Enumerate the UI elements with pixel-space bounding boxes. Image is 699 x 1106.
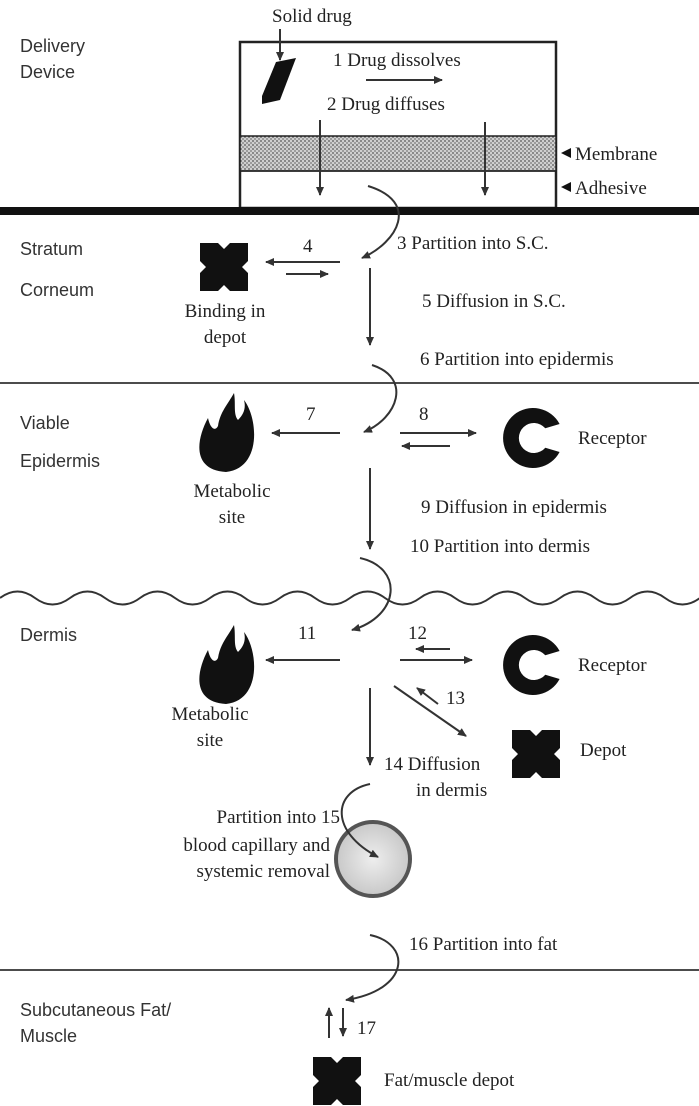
receptor-dermis-label: Receptor — [578, 655, 647, 676]
layer-label-dermis: Dermis — [20, 625, 77, 645]
layer-label-subcut-line2: Muscle — [20, 1026, 77, 1046]
fat-muscle-depot-icon — [313, 1057, 361, 1105]
metabolic-site-dermis-label-line1: Metabolic — [171, 704, 248, 725]
metabolic-site-label-line1: Metabolic — [193, 481, 270, 502]
blood-capillary-icon — [334, 820, 412, 898]
adhesive-label: Adhesive — [575, 178, 647, 199]
step-4-label: 4 — [303, 236, 313, 257]
layer-label-viable-line1: Viable — [20, 413, 70, 433]
step-7-label: 7 — [306, 404, 316, 425]
step-12-label: 12 — [408, 623, 427, 644]
metabolic-site-label-line2: site — [219, 507, 245, 528]
step-9-label: 9 Diffusion in epidermis — [421, 497, 607, 518]
binding-depot-icon — [200, 243, 248, 291]
delivery-device — [238, 40, 558, 210]
adhesive-pointer-icon — [561, 182, 571, 192]
step-3-label: 3 Partition into S.C. — [397, 233, 549, 254]
step-15-partition-arrow — [340, 783, 379, 858]
step-10-label: 10 Partition into dermis — [410, 536, 590, 557]
step-5-label: 5 Diffusion in S.C. — [422, 291, 566, 312]
dermis-boundary-wavy-line — [0, 590, 699, 606]
step-6-partition-arrow — [363, 364, 398, 433]
membrane-layer — [239, 135, 557, 172]
metabolic-site-icon — [199, 393, 255, 472]
step-2-label: 2 Drug diffuses — [327, 94, 445, 115]
step-13-label: 13 — [446, 688, 465, 709]
step-13-arrow-from-depot — [416, 687, 439, 705]
layer-label-stratum-line1: Stratum — [20, 239, 83, 259]
step-17-label: 17 — [357, 1018, 376, 1039]
fat-muscle-depot-label: Fat/muscle depot — [384, 1070, 515, 1091]
step-8-label: 8 — [419, 404, 429, 425]
metabolic-site-dermis-label-line2: site — [197, 730, 223, 751]
layer-label-stratum-line2: Corneum — [20, 280, 94, 300]
step-10-partition-arrow — [351, 557, 392, 632]
solid-drug-icon — [262, 58, 296, 104]
layer-label-viable-line2: Epidermis — [20, 451, 100, 471]
layer-label-delivery-line1: Delivery — [20, 36, 85, 56]
step-3-partition-arrow — [361, 185, 400, 259]
step-14-label-line2: in dermis — [416, 780, 487, 801]
solid-drug-label: Solid drug — [272, 6, 352, 27]
metabolic-site-dermis-icon — [199, 625, 255, 704]
step-16-partition-arrow — [345, 934, 400, 1003]
receptor-label: Receptor — [578, 428, 647, 449]
membrane-pointer-icon — [561, 148, 571, 158]
step-14-label-line1: 14 Diffusion — [384, 754, 481, 775]
depot-label: Depot — [580, 740, 627, 761]
step-11-label: 11 — [298, 623, 316, 644]
layer-label-delivery-line2: Device — [20, 62, 75, 82]
binding-depot-label-line2: depot — [204, 327, 247, 348]
step-13-arrow-to-depot — [393, 685, 467, 737]
receptor-dermis-icon — [503, 635, 560, 696]
depot-icon — [512, 730, 560, 778]
receptor-icon — [503, 408, 560, 468]
step-6-label: 6 Partition into epidermis — [420, 349, 614, 370]
step-15-label-line2: blood capillary and — [183, 835, 330, 856]
layer-label-subcut-line1: Subcutaneous Fat/ — [20, 1000, 171, 1020]
membrane-label: Membrane — [575, 144, 657, 165]
step-15-label-line3: systemic removal — [197, 861, 331, 882]
step-15-label-line1: Partition into 15 — [217, 807, 341, 828]
binding-depot-label-line1: Binding in — [185, 301, 266, 322]
step-1-label: 1 Drug dissolves — [333, 50, 461, 71]
step-16-label: 16 Partition into fat — [409, 934, 558, 955]
